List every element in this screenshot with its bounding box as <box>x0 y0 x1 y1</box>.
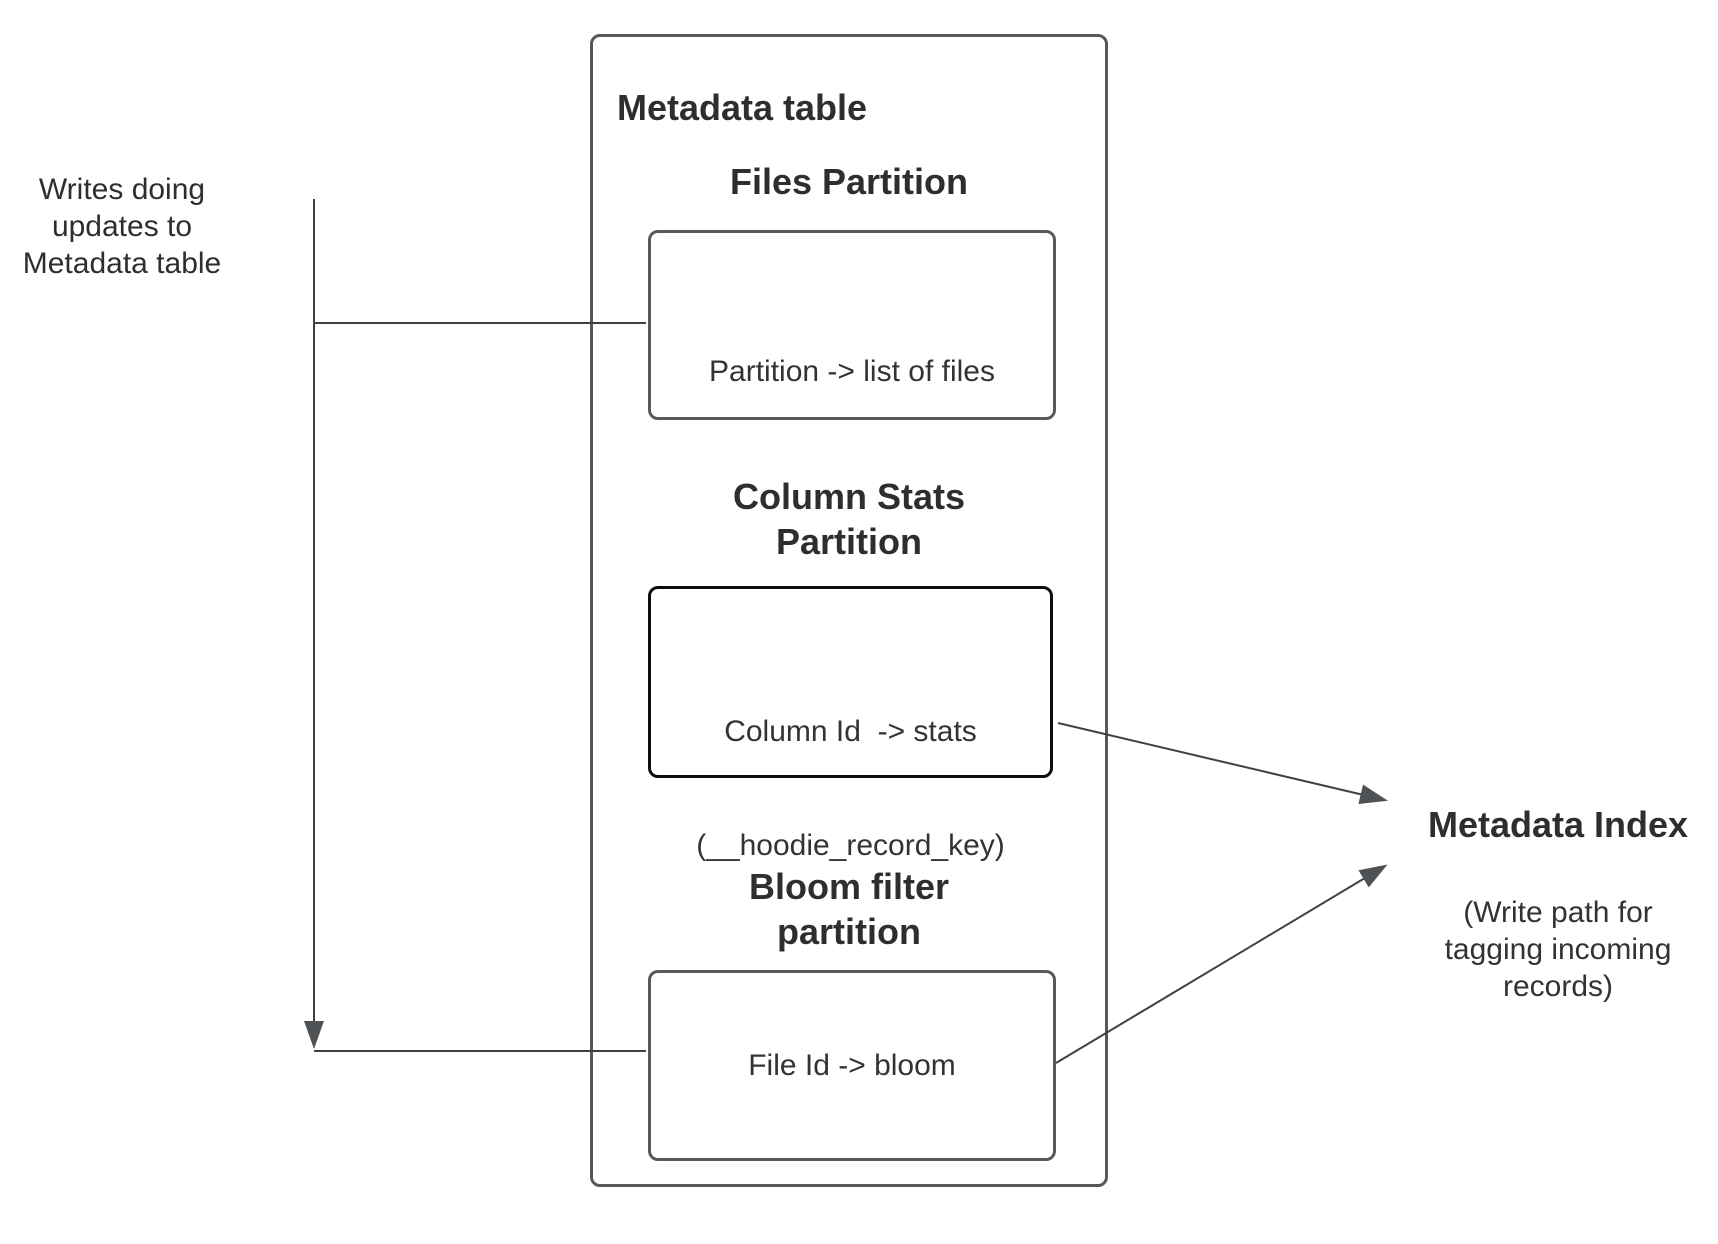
bloom-filter-partition-box: File Id -> bloom <box>648 970 1056 1161</box>
writes-note: Writes doing updates to Metadata table <box>12 171 232 282</box>
metadata-index-subtitle: (Write path for tagging incoming records… <box>1444 896 1672 1003</box>
files-partition-heading: Files Partition <box>729 161 969 202</box>
metadata-table-box: Metadata table Files Partition Partition… <box>590 34 1108 1187</box>
metadata-table-title: Metadata table <box>617 87 868 128</box>
files-partition-box-text: Partition -> list of files <box>709 355 995 388</box>
bloom-filter-partition-box-text: File Id -> bloom <box>748 1048 956 1082</box>
column-stats-partition-box: Column Id -> stats (__hoodie_record_key) <box>648 586 1053 862</box>
writes-note-line: updates to <box>51 210 193 243</box>
column-stats-partition-heading: Column Stats Partition <box>732 476 965 562</box>
metadata-index-title: Metadata Index <box>1427 804 1689 845</box>
writes-note-line: Writes doing <box>38 173 206 206</box>
writes-note-line: Metadata table <box>22 247 222 280</box>
bloom-filter-partition-heading: Bloom filter partition <box>748 866 949 952</box>
files-partition-box: Partition -> list of files <box>648 230 1056 420</box>
column-stats-partition-box-text: Column Id -> stats (__hoodie_record_key) <box>696 715 1005 862</box>
